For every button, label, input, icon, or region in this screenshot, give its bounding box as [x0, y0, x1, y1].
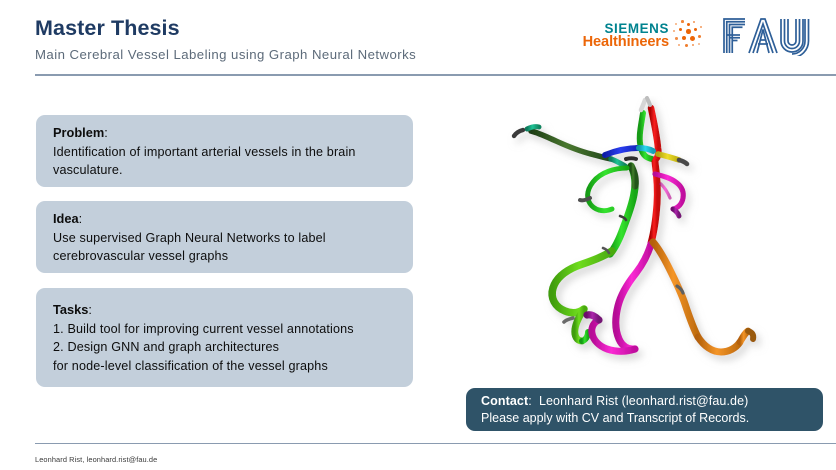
contact-box: Contact: Leonhard Rist (leonhard.rist@fa…	[466, 388, 823, 431]
contact-line-1: Contact: Leonhard Rist (leonhard.rist@fa…	[481, 393, 811, 410]
box-problem-line-1: Identification of important arterial ves…	[53, 144, 356, 159]
slide-header: Master Thesis Main Cerebral Vessel Label…	[0, 0, 836, 84]
box-idea-heading: Idea	[53, 211, 79, 226]
siemens-dot-cloud-icon	[672, 19, 708, 53]
footer-divider	[35, 443, 836, 444]
page-title: Master Thesis	[35, 16, 180, 40]
contact-label: Contact	[481, 394, 529, 408]
info-box-idea: Idea: Use supervised Graph Neural Networ…	[36, 201, 413, 273]
box-idea-line-1: Use supervised Graph Neural Networks to …	[53, 230, 326, 245]
box-idea-line-2: cerebrovascular vessel graphs	[53, 249, 229, 264]
box-tasks-line-3: for node-level classification of the ves…	[53, 358, 328, 373]
box-tasks-heading: Tasks	[53, 302, 89, 317]
siemens-healthineers-logo: SIEMENS Healthineers	[583, 19, 708, 53]
page-subtitle: Main Cerebral Vessel Labeling using Grap…	[35, 47, 417, 62]
header-divider	[35, 74, 836, 76]
siemens-wordmark: SIEMENS	[604, 20, 669, 36]
healthineers-wordmark: Healthineers	[582, 34, 670, 51]
box-tasks-heading-suffix: :	[88, 303, 92, 317]
footer-text: Leonhard Rist, leonhard.rist@fau.de	[35, 455, 158, 464]
box-idea-heading-suffix: :	[78, 212, 83, 226]
box-tasks-line-1: 1. Build tool for improving current vess…	[53, 321, 354, 336]
siemens-logo-text: SIEMENS Healthineers	[582, 20, 670, 51]
box-problem-heading-suffix: :	[104, 126, 108, 140]
box-problem-line-2: vasculature.	[53, 163, 123, 178]
fau-logo	[723, 18, 810, 56]
box-idea-heading-row: Idea:	[53, 210, 399, 229]
logo-area: SIEMENS Healthineers	[583, 13, 820, 59]
box-tasks-heading-row: Tasks:	[53, 301, 399, 320]
info-box-tasks: Tasks: 1. Build tool for improving curre…	[36, 288, 413, 387]
contact-line-2: Please apply with CV and Transcript of R…	[481, 410, 750, 425]
info-box-problem: Problem: Identification of important art…	[36, 115, 413, 187]
box-problem-heading-row: Problem:	[53, 124, 399, 143]
box-tasks-line-2: 2. Design GNN and graph architectures	[53, 340, 280, 355]
cerebral-vessel-tree-render	[455, 96, 805, 386]
contact-details: : Leonhard Rist (leonhard.rist@fau.de)	[528, 394, 749, 408]
box-problem-heading: Problem	[53, 125, 105, 140]
